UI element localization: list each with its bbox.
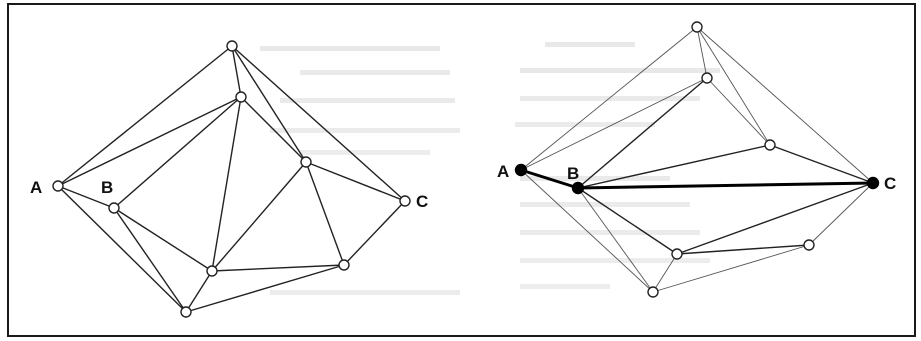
- left-edge-right-lower-mid: [211, 161, 307, 272]
- right-edge-a-bottom: [520, 169, 654, 293]
- left-node-top: [226, 40, 238, 52]
- left-label-a: A: [30, 178, 42, 197]
- right-graph: A B C: [497, 21, 896, 298]
- left-node-upper: [235, 91, 247, 103]
- left-edge-top-c: [231, 45, 406, 202]
- left-label-c: C: [416, 192, 428, 211]
- left-edge-top-upper: [231, 45, 242, 98]
- left-edge-a-upper: [57, 96, 242, 187]
- left-edge-b-upper: [113, 96, 242, 209]
- left-graph-edges: [57, 45, 406, 313]
- figure-border: [7, 3, 916, 337]
- left-node-a: [52, 180, 64, 192]
- right-node-upper: [701, 72, 713, 84]
- right-node-bottom: [647, 286, 659, 298]
- left-label-b: B: [101, 178, 113, 197]
- right-node-lower-mid: [671, 248, 683, 260]
- right-node-b: [571, 181, 585, 195]
- right-edge-b-upper: [577, 77, 708, 189]
- right-edge-bottom-lower-right: [652, 244, 810, 293]
- left-graph: A B C: [30, 40, 428, 318]
- left-node-b: [108, 202, 120, 214]
- right-node-c: [866, 176, 880, 190]
- right-edge-b-right: [577, 144, 771, 189]
- left-graph-nodes: [52, 40, 411, 318]
- left-edge-top-right: [231, 45, 307, 163]
- right-graph-nodes: [514, 21, 880, 298]
- left-edge-right-c: [305, 161, 406, 202]
- left-graph-labels: A B C: [30, 178, 428, 211]
- right-edge-a-top: [520, 26, 698, 171]
- right-edge-b-lower-mid: [577, 187, 678, 255]
- right-node-a: [514, 163, 528, 177]
- right-label-b: B: [567, 164, 579, 183]
- left-edge-lower-mid-lower-right: [211, 264, 345, 272]
- left-node-lower-right: [338, 259, 350, 271]
- right-label-a: A: [497, 162, 509, 181]
- left-node-right: [300, 156, 312, 168]
- right-node-right: [764, 139, 776, 151]
- right-edge-lower-mid-c: [676, 182, 874, 255]
- left-edge-upper-lower-mid: [211, 96, 242, 272]
- right-node-lower-right: [803, 239, 815, 251]
- right-path-b-c: [577, 181, 874, 190]
- right-edge-right-c: [769, 144, 874, 184]
- left-edge-c-lower-right: [343, 200, 406, 266]
- left-edge-upper-right: [240, 96, 307, 163]
- right-edge-a-upper: [520, 77, 708, 171]
- right-path-a-b: [520, 168, 579, 190]
- left-edge-a-top: [57, 45, 233, 187]
- right-edge-top-right: [696, 26, 771, 146]
- right-graph-edges: [520, 26, 874, 293]
- right-edge-lower-right-c: [808, 182, 874, 246]
- right-node-top: [691, 21, 703, 33]
- right-edge-b-bottom: [577, 187, 654, 293]
- left-edge-lower-mid-bottom: [185, 270, 213, 313]
- left-edge-bottom-lower-right: [185, 264, 345, 313]
- left-node-lower-mid: [206, 265, 218, 277]
- right-edge-bottom-lower-mid: [652, 253, 678, 293]
- left-edge-b-lower-mid: [113, 207, 213, 272]
- left-edge-b-bottom: [113, 207, 187, 313]
- left-node-bottom: [180, 306, 192, 318]
- right-edge-upper-right: [706, 77, 771, 146]
- left-edge-right-lower-right: [305, 161, 345, 266]
- left-edge-a-bottom: [57, 185, 187, 313]
- right-edge-lower-mid-lower-right: [676, 244, 810, 255]
- right-edge-top-upper: [696, 26, 708, 79]
- right-edge-top-c: [696, 26, 874, 184]
- right-label-c: C: [884, 174, 896, 193]
- left-edge-a-b: [57, 185, 115, 209]
- right-graph-labels: A B C: [497, 162, 896, 193]
- left-node-c: [399, 195, 411, 207]
